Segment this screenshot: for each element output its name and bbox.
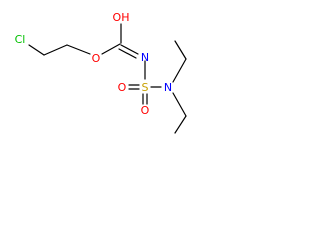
atom-s: S <box>142 81 149 94</box>
molecule-diagram: Cl O OH N S O O N <box>15 11 187 134</box>
bond-c2-o <box>66 44 91 55</box>
atom-n-amine: N <box>164 81 172 94</box>
bond-c-n-1 <box>120 44 139 55</box>
bond-c-n-2 <box>118 48 137 59</box>
atoms: Cl O OH N S O O N <box>15 11 172 117</box>
atom-oh: OH <box>113 11 130 24</box>
bond-o-c <box>101 43 121 55</box>
bond-n-ethyl-down <box>172 92 187 117</box>
atom-o-ether: O <box>92 52 101 65</box>
atom-n-imine: N <box>141 51 149 64</box>
atom-o-sulfonyl-left: O <box>118 81 127 94</box>
bond-c1-c2 <box>43 44 68 56</box>
bond-ethyl-up-ch3 <box>174 40 187 60</box>
bond-ethyl-down-ch3 <box>174 115 187 134</box>
bond-n-ethyl-up <box>172 58 187 83</box>
atom-cl: Cl <box>15 33 26 46</box>
bond-cl-c1 <box>28 44 45 56</box>
atom-o-sulfonyl-bottom: O <box>141 104 150 117</box>
structure-canvas: Cl O OH N S O O N <box>0 0 199 152</box>
bonds <box>28 23 187 134</box>
